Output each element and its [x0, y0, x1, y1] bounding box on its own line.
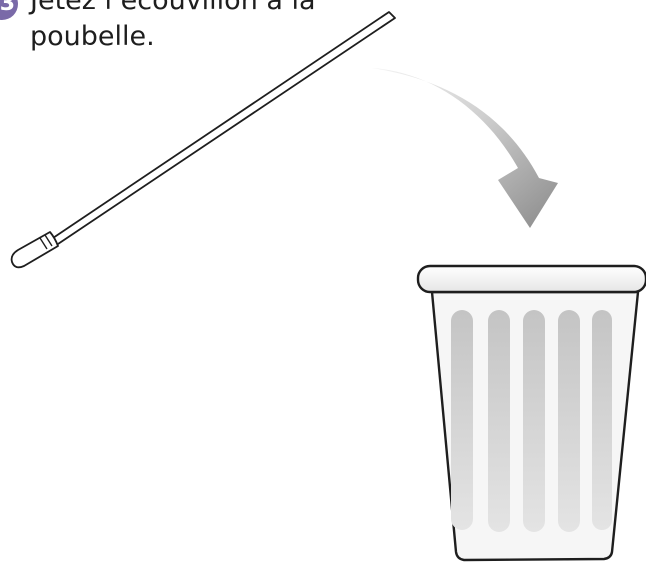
- swab-icon: [12, 12, 395, 267]
- trash-can-icon: [418, 266, 646, 560]
- curved-arrow-icon: [372, 68, 558, 228]
